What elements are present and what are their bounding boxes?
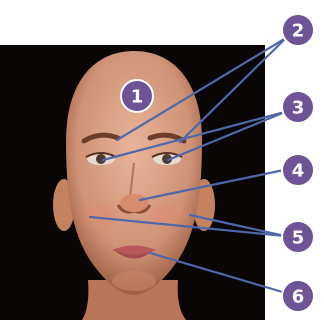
marker-4: 4 [282, 154, 314, 186]
marker-5-label: 5 [292, 228, 305, 249]
face-photo [0, 45, 265, 320]
left-cheek [74, 197, 126, 233]
marker-6: 6 [282, 280, 314, 312]
marker-5: 5 [282, 221, 314, 253]
marker-6-label: 6 [292, 287, 305, 308]
right-cheek [142, 197, 194, 233]
marker-2: 2 [282, 14, 314, 46]
marker-4-label: 4 [292, 161, 305, 182]
marker-3: 3 [282, 91, 314, 123]
marker-2-label: 2 [292, 21, 305, 42]
chin [112, 271, 156, 291]
marker-3-label: 3 [292, 98, 305, 119]
